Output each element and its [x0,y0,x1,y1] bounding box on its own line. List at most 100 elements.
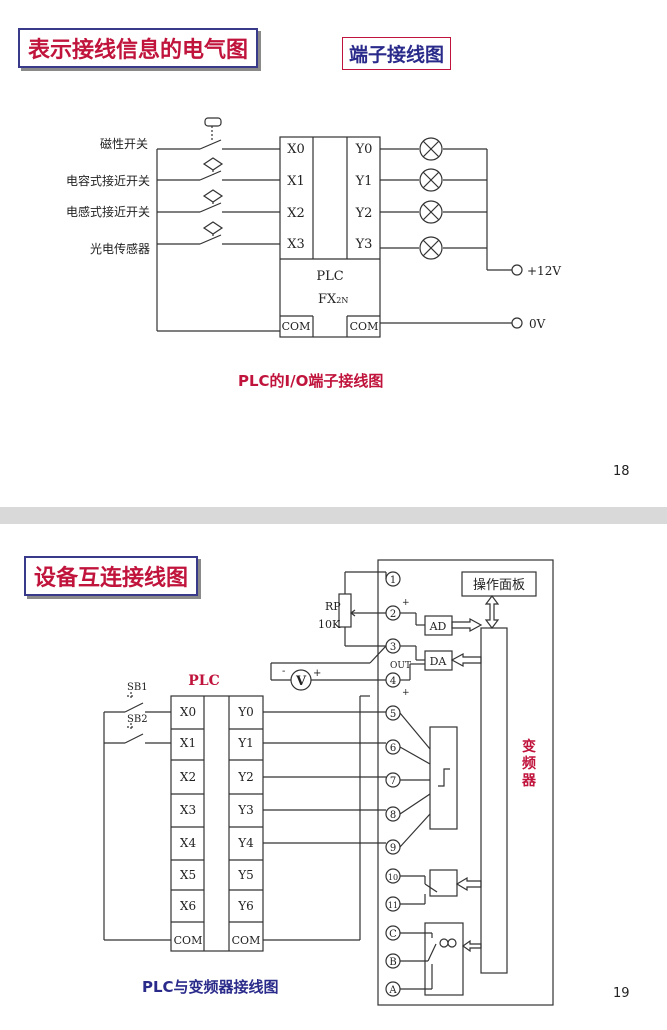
slide-19: 设备互连接线图 [0,524,667,1030]
sensor-label: 电容式接近开关 [66,173,150,188]
output-terminal-label: Y2 [237,770,254,784]
updown-arrow-icon [484,595,500,629]
slide-title: 表示接线信息的电气图 [18,28,259,68]
output-terminal-label: Y4 [237,836,254,850]
vfd-bus [480,627,508,974]
lamp-icon [419,236,443,260]
input-terminal-label: X2 [180,770,196,784]
sb2-label: SB2 [127,714,148,725]
terminal-label: 9 [390,843,396,854]
rp-value-label: 10K [318,618,341,631]
terminal-plus: + [402,598,410,608]
terminal-label: 1 [390,575,396,586]
sensor-row-2 [157,202,280,213]
sb1-contact [124,702,144,713]
input-terminal-label: X6 [180,899,196,913]
com-terminal-label: COM [174,934,203,947]
terminal-wiring-diagram: 磁性开关 电容式接近开关 电感式接近开关 光电传感器 X0 X1 X2 X3 Y… [66,117,561,338]
output-terminal-label: Y0 [355,142,373,157]
terminal-label: 7 [390,776,396,787]
potentiometer-icon [338,593,352,628]
terminal-label: C [389,929,397,940]
plc-title: PLC [188,673,220,689]
plc-block [170,695,264,952]
sensor-label: 电感式接近开关 [66,204,150,219]
terminal-12v-icon [511,264,523,276]
terminal-label: 11 [388,901,398,910]
diagram-caption: PLC与变频器接线图 [142,978,279,996]
diagram-caption: PLC的I/O端子接线图 [238,372,384,390]
supply-0v-label: 0V [529,317,546,331]
terminal-plus: + [402,688,410,698]
interconnection-diagram: PLC SB1 SB2 X0 X1 X2 X3 X4 X5 X6 COM Y0 … [103,559,554,1006]
arrow-left-icon [461,939,482,953]
sb1-label: SB1 [127,682,148,693]
da-label: DA [430,655,448,668]
plc-model: FX2N [318,292,348,307]
output-terminal-label: Y1 [355,174,373,189]
input-terminal-label: X3 [287,237,305,252]
terminal-label: 3 [390,642,396,653]
terminal-0v-icon [511,317,523,329]
sensor-label: 磁性开关 [100,136,148,151]
terminal-label: B [389,957,396,968]
coil-icon [439,938,449,948]
operation-panel-box [461,571,537,597]
proximity-sensor-icon [202,189,224,206]
terminal-label: 10 [388,873,398,882]
slide-separator [0,507,667,524]
input-terminal-label: X4 [180,836,197,850]
page-number: 18 [613,464,630,479]
output-terminal-label: Y0 [237,705,254,719]
lamp-icon [419,200,443,224]
rp-label: RP [325,600,341,613]
vfd-label: 器 [521,773,537,789]
sensor-label: 光电传感器 [90,241,150,256]
page-number: 19 [613,986,630,1001]
input-terminal-label: X1 [180,736,196,750]
photo-sensor-icon [202,221,224,238]
out-label: OUT [390,661,411,671]
output-terminal-label: Y3 [355,237,373,252]
operation-panel-label: 操作面板 [473,577,525,593]
terminal-label: 8 [390,810,396,821]
arrow-right-icon [451,617,483,633]
input-terminal-label: X5 [180,868,196,882]
lamp-icon [419,137,443,161]
terminal-label: 6 [390,743,396,754]
plc-block [279,136,381,338]
ad-label: AD [429,620,447,633]
supply-12v-label: +12V [527,264,561,278]
magnetic-switch-icon [204,117,222,140]
terminal-label: 4 [390,676,396,687]
com-terminal-label: COM [350,320,379,333]
output-terminal-label: Y5 [237,868,254,882]
proximity-sensor-icon [202,157,224,175]
fault-relay-block [424,922,464,996]
output-terminal-label: Y3 [237,803,254,817]
vfd-box [377,559,554,1006]
com-terminal-label: COM [232,934,261,947]
sensor-row-3 [157,234,280,245]
plc-label: PLC [316,269,343,284]
sensor-row-1 [157,170,280,181]
voltmeter-minus: - [282,666,285,677]
input-terminal-label: X1 [287,174,305,189]
slide-18: 表示接线信息的电气图 端子接线图 [0,0,667,507]
relay-block [429,869,458,897]
step-signal-icon [438,768,450,787]
output-terminal-label: Y6 [237,899,254,913]
arrow-left-icon [450,652,482,668]
voltmeter-label: V [295,674,307,689]
output-terminal-label: Y2 [355,206,373,221]
sb2-contact [124,733,144,744]
output-terminal-label: Y1 [237,736,254,750]
voltmeter-plus: + [313,668,321,679]
input-terminal-label: X0 [287,142,305,157]
arrow-left-icon [455,876,482,892]
vfd-label: 频 [522,755,536,772]
input-terminal-label: X3 [180,803,196,817]
speed-select-block [429,726,458,830]
terminal-label: 5 [390,709,396,720]
slide-subtitle: 端子接线图 [342,37,452,70]
